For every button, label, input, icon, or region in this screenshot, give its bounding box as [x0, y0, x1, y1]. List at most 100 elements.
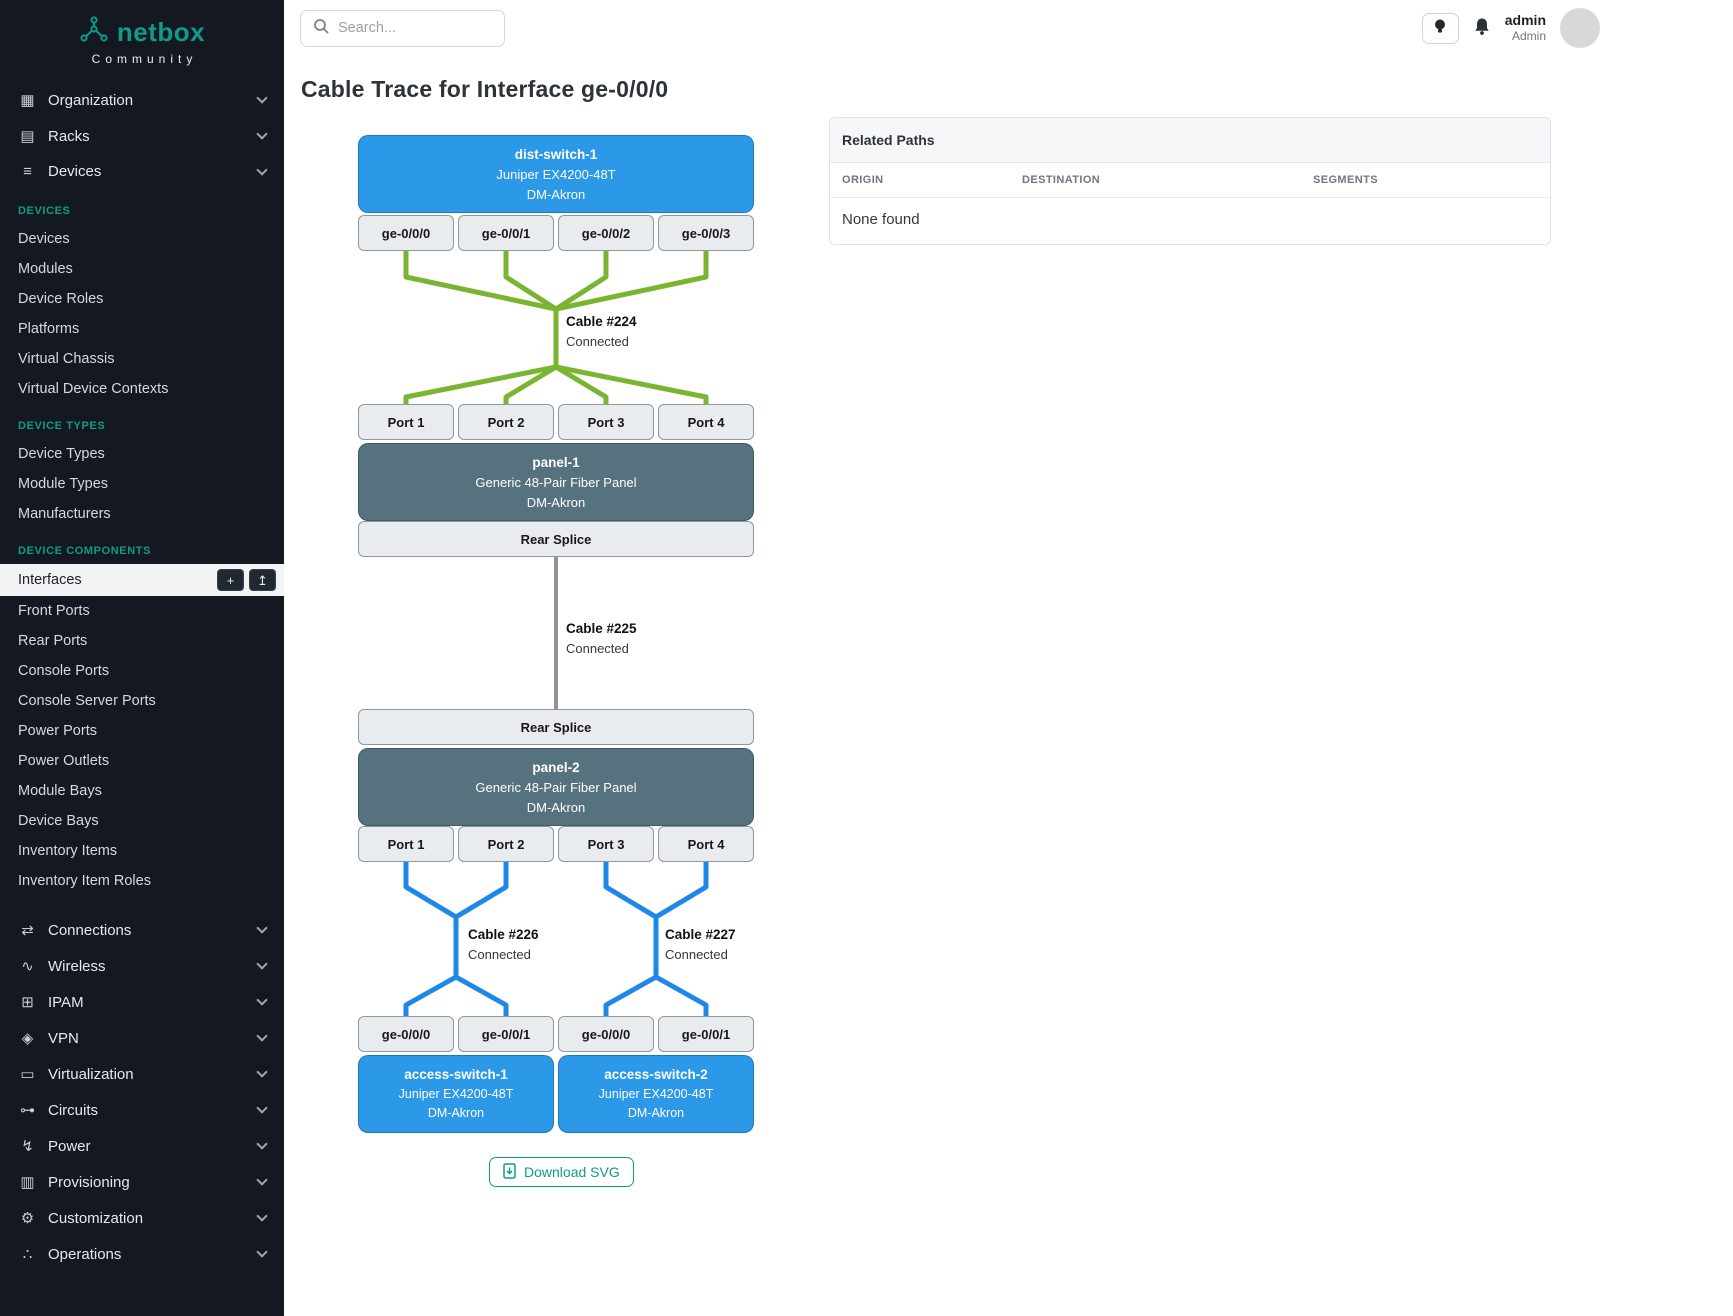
sidebar-item-rear-ports[interactable]: Rear Ports: [18, 633, 88, 649]
search-box[interactable]: [300, 9, 525, 47]
panel1-port-2[interactable]: Port 2: [458, 404, 554, 440]
panel1-port-1[interactable]: Port 1: [358, 404, 454, 440]
cable-status: Connected: [468, 947, 531, 962]
panel2-port-3[interactable]: Port 3: [558, 826, 654, 862]
download-svg-button[interactable]: Download SVG: [489, 1157, 634, 1187]
sidebar-item-circuits[interactable]: ⊶ Circuits: [0, 1092, 284, 1128]
related-paths-title: Related Paths: [830, 118, 1550, 163]
chevron-down-icon: [256, 1030, 268, 1042]
sidebar-item-vpn[interactable]: ◈ VPN: [0, 1020, 284, 1056]
sidebar-item-module-bays[interactable]: Module Bays: [18, 783, 102, 799]
bell-icon: [1473, 17, 1491, 39]
lightbulb-icon: [1432, 18, 1448, 39]
device-dist-switch-1[interactable]: dist-switch-1 Juniper EX4200-48T DM-Akro…: [358, 135, 754, 213]
sidebar-item-virtual-device-contexts[interactable]: Virtual Device Contexts: [18, 381, 169, 397]
device-name: dist-switch-1: [514, 147, 598, 162]
cable-trace-diagram: dist-switch-1 Juniper EX4200-48T DM-Akro…: [358, 135, 754, 1205]
sidebar-item-virtualization[interactable]: ▭ Virtualization: [0, 1056, 284, 1092]
sidebar-item-label: Interfaces: [18, 572, 82, 588]
panel2-port-2[interactable]: Port 2: [458, 826, 554, 862]
sidebar-item-label: Organization: [48, 91, 134, 109]
sidebar: netbox Community ▦ Organization ▤ Racks …: [0, 0, 284, 1316]
interface-ge-0-0-3[interactable]: ge-0/0/3: [658, 215, 754, 251]
sidebar-item-label: VPN: [48, 1029, 79, 1047]
device-name: access-switch-1: [404, 1067, 508, 1082]
sidebar-item-modules[interactable]: Modules: [18, 261, 73, 277]
interface-ge-0-0-0[interactable]: ge-0/0/0: [358, 215, 454, 251]
device-panel-2[interactable]: panel-2 Generic 48-Pair Fiber Panel DM-A…: [358, 748, 754, 826]
chevron-down-icon: [256, 922, 268, 934]
device-model: Juniper EX4200-48T: [598, 1087, 714, 1101]
sidebar-item-label: Circuits: [48, 1101, 99, 1119]
file-download-icon: [503, 1162, 516, 1182]
sidebar-item-wireless[interactable]: ∿ Wireless: [0, 948, 284, 984]
access1-interface-ge-0-0-0[interactable]: ge-0/0/0: [358, 1016, 454, 1052]
sidebar-item-racks[interactable]: ▤ Racks: [0, 118, 284, 154]
cable-name[interactable]: Cable #227: [665, 927, 736, 942]
sidebar-item-front-ports[interactable]: Front Ports: [18, 603, 90, 619]
sidebar-item-interfaces[interactable]: Interfaces + ↥: [0, 564, 284, 596]
sidebar-item-power[interactable]: ↯ Power: [0, 1128, 284, 1164]
avatar[interactable]: [1560, 8, 1600, 48]
related-paths-card: Related Paths ORIGIN DESTINATION SEGMENT…: [829, 117, 1551, 245]
related-paths-header-row: ORIGIN DESTINATION SEGMENTS: [830, 163, 1550, 198]
cable-name[interactable]: Cable #226: [468, 927, 539, 942]
interface-ge-0-0-1[interactable]: ge-0/0/1: [458, 215, 554, 251]
panel1-port-4[interactable]: Port 4: [658, 404, 754, 440]
access1-interface-ge-0-0-1[interactable]: ge-0/0/1: [458, 1016, 554, 1052]
sidebar-item-devices-list[interactable]: Devices: [18, 231, 70, 247]
device-site: DM-Akron: [627, 1106, 685, 1120]
search-input[interactable]: [338, 20, 525, 36]
column-destination: DESTINATION: [1022, 174, 1101, 186]
panel1-port-3[interactable]: Port 3: [558, 404, 654, 440]
sidebar-item-organization[interactable]: ▦ Organization: [0, 82, 284, 118]
chevron-down-icon: [256, 1174, 268, 1186]
main-area: admin Admin Cable Trace for Interface ge…: [284, 0, 1733, 1316]
rear-splice-panel2[interactable]: Rear Splice: [358, 709, 754, 745]
sidebar-item-power-ports[interactable]: Power Ports: [18, 723, 97, 739]
cable-name[interactable]: Cable #225: [566, 621, 637, 636]
device-access-switch-2[interactable]: access-switch-2 Juniper EX4200-48T DM-Ak…: [558, 1055, 754, 1133]
sidebar-item-customization[interactable]: ⚙ Customization: [0, 1200, 284, 1236]
sidebar-item-manufacturers[interactable]: Manufacturers: [18, 506, 111, 522]
power-icon: ↯: [21, 1138, 34, 1155]
sidebar-item-label: Power: [48, 1137, 91, 1155]
sidebar-item-operations[interactable]: ∴ Operations: [0, 1236, 284, 1272]
chevron-down-icon: [256, 994, 268, 1006]
device-panel-1[interactable]: panel-1 Generic 48-Pair Fiber Panel DM-A…: [358, 443, 754, 521]
access2-interface-ge-0-0-1[interactable]: ge-0/0/1: [658, 1016, 754, 1052]
sidebar-item-power-outlets[interactable]: Power Outlets: [18, 753, 110, 769]
sidebar-item-label: Racks: [48, 127, 90, 145]
rear-splice-panel1[interactable]: Rear Splice: [358, 521, 754, 557]
cable-status: Connected: [566, 334, 629, 349]
panel2-port-1[interactable]: Port 1: [358, 826, 454, 862]
theme-toggle-button[interactable]: [1421, 12, 1459, 44]
import-button[interactable]: ↥: [249, 569, 276, 591]
sidebar-item-provisioning[interactable]: ▥ Provisioning: [0, 1164, 284, 1200]
device-access-switch-1[interactable]: access-switch-1 Juniper EX4200-48T DM-Ak…: [358, 1055, 554, 1133]
sidebar-item-devices[interactable]: ≡ Devices: [0, 154, 284, 189]
user-role: Admin: [1511, 29, 1546, 44]
sidebar-item-virtual-chassis[interactable]: Virtual Chassis: [18, 351, 115, 367]
sidebar-item-ipam[interactable]: ⊞ IPAM: [0, 984, 284, 1020]
sidebar-item-device-bays[interactable]: Device Bays: [18, 813, 99, 829]
sidebar-item-device-roles[interactable]: Device Roles: [18, 291, 104, 307]
user-block[interactable]: admin Admin: [1505, 12, 1546, 45]
interface-ge-0-0-2[interactable]: ge-0/0/2: [558, 215, 654, 251]
access2-interface-ge-0-0-0[interactable]: ge-0/0/0: [558, 1016, 654, 1052]
sidebar-item-device-types[interactable]: Device Types: [18, 446, 105, 462]
sidebar-item-module-types[interactable]: Module Types: [18, 476, 109, 492]
sidebar-item-inventory-items[interactable]: Inventory Items: [18, 843, 118, 859]
device-name: access-switch-2: [604, 1067, 708, 1082]
sidebar-item-console-ports[interactable]: Console Ports: [18, 663, 110, 679]
sidebar-item-console-server-ports[interactable]: Console Server Ports: [18, 693, 156, 709]
notifications-button[interactable]: [1473, 17, 1491, 39]
sidebar-item-platforms[interactable]: Platforms: [18, 321, 80, 337]
panel2-port-4[interactable]: Port 4: [658, 826, 754, 862]
sidebar-item-connections[interactable]: ⇄ Connections: [0, 912, 284, 948]
sidebar-item-inventory-item-roles[interactable]: Inventory Item Roles: [18, 873, 151, 889]
column-segments: SEGMENTS: [1313, 174, 1378, 186]
page-title: Cable Trace for Interface ge-0/0/0: [301, 76, 669, 102]
cable-name[interactable]: Cable #224: [566, 314, 637, 329]
add-button[interactable]: +: [217, 569, 244, 591]
